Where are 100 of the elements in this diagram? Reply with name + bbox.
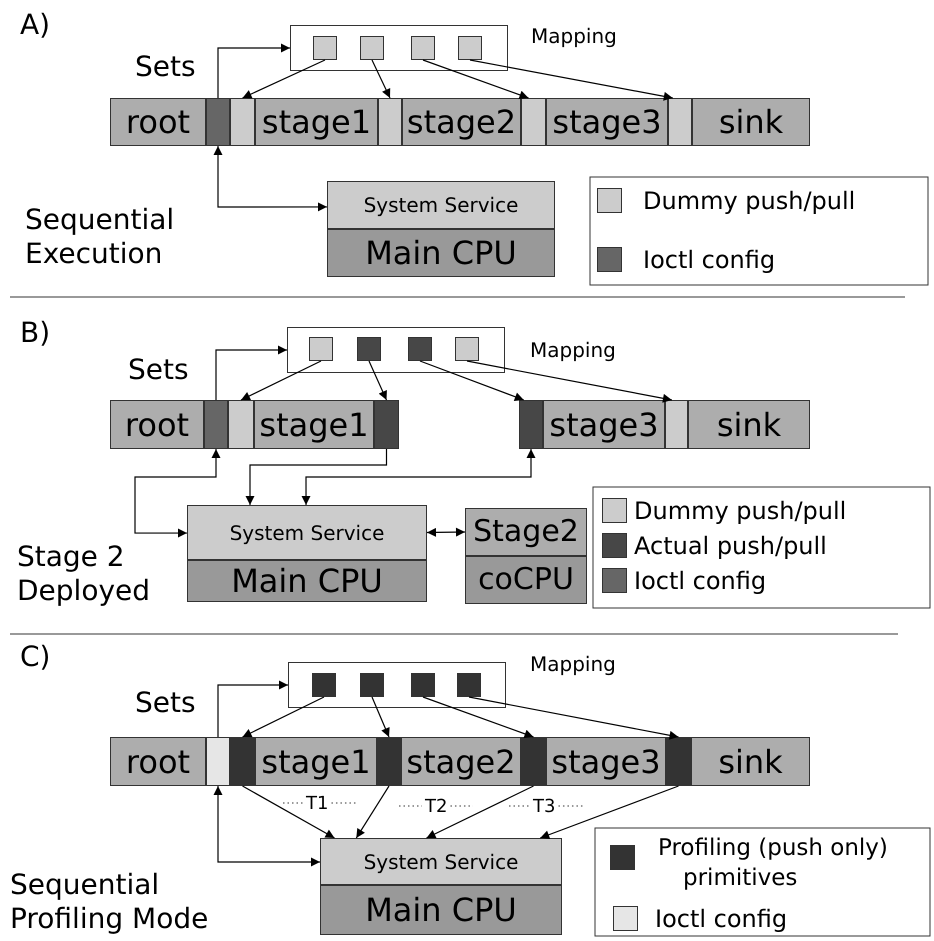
pipeline-stage [688,400,810,449]
arrow [371,696,390,738]
primitive-square [457,673,481,697]
arrow [420,360,524,402]
primitive-square [668,98,692,146]
cpu-box [465,556,587,604]
cpu-box [320,885,562,935]
pipeline-stage [255,98,378,146]
primitive-square [230,98,255,146]
pipeline-stage [254,400,374,449]
primitive-square [377,737,401,786]
arrow [368,360,388,400]
node-label: stage3 [549,408,659,440]
primitive-square [521,737,546,786]
pipeline-stage [465,508,587,556]
pipeline-stage [401,737,521,786]
arrow [214,786,320,866]
primitive-square [357,337,381,361]
node-label: stage1 [262,106,372,138]
primitive-square [458,36,482,60]
primitive-square [521,98,546,146]
cpu-box [187,560,427,602]
pipeline-stage [691,737,810,786]
primitive-square [204,400,228,449]
node-label: stage1 [259,408,369,440]
node-label: root [126,746,190,778]
node-label: stage2 [406,106,516,138]
legend-label: Ioctl config [634,566,768,596]
legend-label: Ioctl config [655,904,788,934]
pipeline-stage [543,400,665,449]
node-label: root [124,408,190,440]
node-label: System Service [230,522,384,542]
primitive-square [313,36,337,60]
node-label: System Service [364,852,518,872]
node-label: coCPU [478,565,574,595]
arrow [134,449,220,538]
timing-label: T3 [533,796,556,818]
pipeline-stage [402,98,521,146]
node-label: Stage2 [473,517,579,547]
primitive-square [374,400,399,449]
service-box [327,181,555,229]
arrow [422,59,529,100]
node-label: stage3 [552,106,662,138]
primitive-square [411,673,435,697]
arrow [217,44,290,98]
panel-label: B) [20,316,50,350]
pipeline-stage [692,98,810,146]
timing-label: T2 [425,796,448,818]
box-caption: Mapping [531,24,617,48]
node-label: stage1 [261,746,371,778]
node-label: Main CPU [365,894,517,926]
legend-label: Actual push/pull [634,530,828,560]
primitive-square [666,737,691,786]
arrow [422,696,534,738]
legend-label: Profiling (push only) primitives [658,834,889,893]
box-caption: Mapping [530,652,616,676]
arrow [240,360,322,401]
node-label: Main CPU [231,565,383,597]
node-label: Main CPU [365,237,517,269]
primitive-square [360,36,384,60]
arrow [371,60,391,98]
primitive-square [378,98,402,146]
legend-label: Ioctl config [643,244,776,274]
service-box [320,838,562,885]
arrow [470,59,673,101]
arrow [540,785,679,840]
legend-label: Dummy push/pull [643,186,856,216]
primitive-square [309,337,333,361]
panel-label: C) [20,640,50,674]
node-label: sink [716,408,782,440]
primitive-square [665,400,688,449]
primitive-square [455,337,479,361]
primitive-square [206,98,230,146]
cpu-box [327,229,555,277]
primitive-square [519,400,543,449]
mode-caption: Stage 2 Deployed [17,540,152,608]
pipeline-stage [546,98,668,146]
node-label: stage3 [551,746,661,778]
primitive-square [312,673,336,697]
arrow [242,785,335,839]
node-label: root [126,106,190,138]
primitive-square [408,337,432,361]
mode-caption: Sequential Profiling Mode [10,868,210,936]
primitive-square [230,737,255,786]
arrow [466,360,672,403]
legend-label: Dummy push/pull [634,496,848,526]
mode-caption: Sequential Execution [25,203,176,270]
arrow [242,696,324,738]
pipeline-stage [110,400,204,449]
timing-label: T1 [306,793,328,815]
panel-label: A) [20,8,50,42]
primitive-square [206,737,230,786]
pipeline-stage [110,98,206,146]
arrow [356,786,390,838]
arrow [242,59,326,99]
arrow [302,449,536,505]
primitive-square [228,400,254,449]
arrow [468,696,679,740]
box-caption: Mapping [530,338,616,362]
primitive-square [360,673,384,697]
